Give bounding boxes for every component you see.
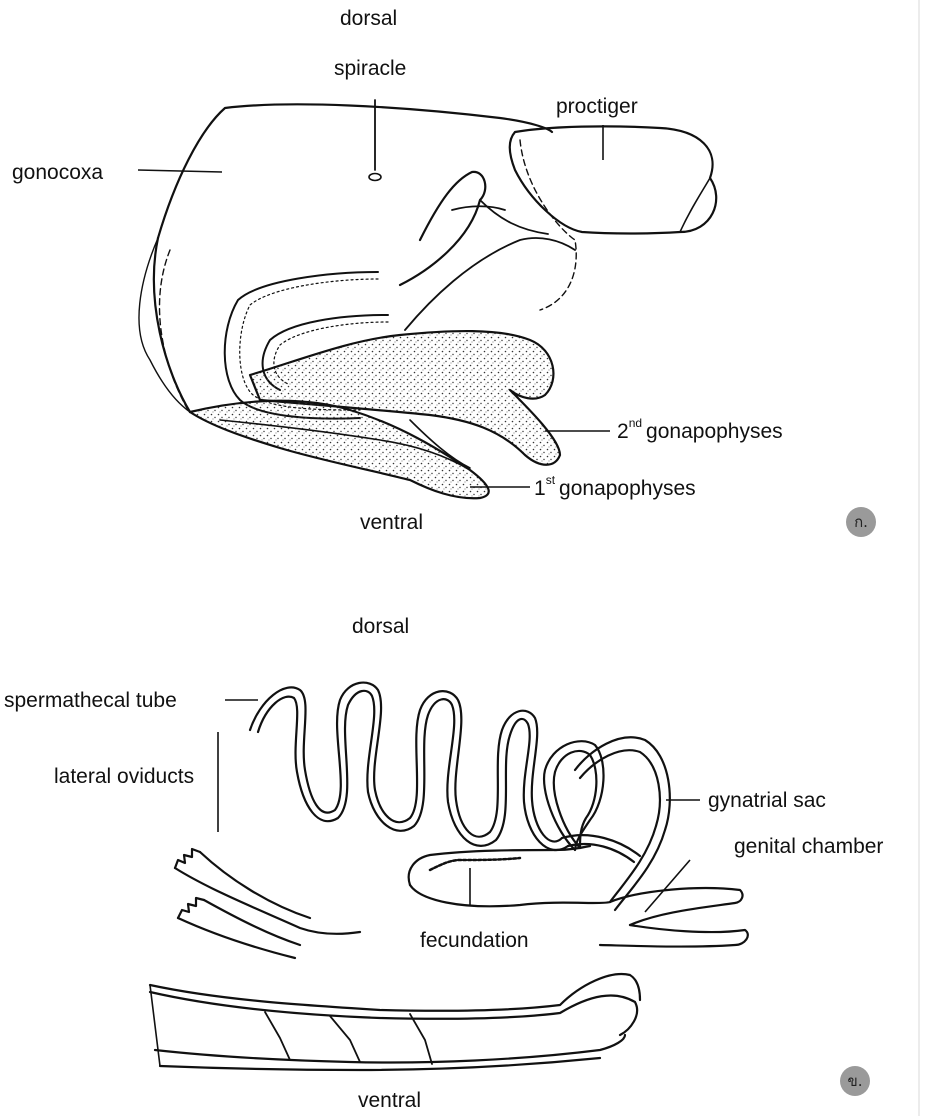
spermathecal-tube-coils <box>250 683 568 850</box>
gonocoxa-front-edge <box>154 238 190 412</box>
panel-a-badge: ก. <box>846 507 876 537</box>
spiracle-mark <box>369 174 381 181</box>
gonocoxa-inner-dashed <box>160 250 188 410</box>
second-gonapophyses-superscript: nd <box>629 416 642 430</box>
lateral-oviducts <box>175 849 360 958</box>
gynatrial-sac-label: gynatrial sac <box>708 790 826 811</box>
spermathecal-tube-label: spermathecal tube <box>4 690 177 711</box>
proctiger-label: proctiger <box>556 96 638 117</box>
first-gonapophyses-text: gonapophyses <box>559 477 696 500</box>
second-gonapophyses-text: gonapophyses <box>646 420 783 443</box>
first-gonapophyses-superscript: st <box>546 473 555 487</box>
lateral-oviducts-label: lateral oviducts <box>54 766 194 787</box>
second-gonapophyses-number: 2 <box>617 420 629 443</box>
genital-chamber-label: genital chamber <box>734 836 883 857</box>
panel-a-dorsal-label: dorsal <box>340 8 397 29</box>
spermathecal-loop <box>544 741 640 862</box>
panel-b-badge: ข. <box>840 1066 870 1096</box>
proctiger-outline <box>510 126 716 233</box>
fecundation-label: fecundation <box>420 930 529 951</box>
panel-b-ventral-label: ventral <box>358 1090 421 1111</box>
panel-b-drawing <box>150 683 748 1070</box>
gonapophysis-upper-process <box>400 172 485 285</box>
panel-a-ventral-label: ventral <box>360 512 423 533</box>
fecundation-canal <box>409 846 610 906</box>
gonocoxa-label: gonocoxa <box>12 162 103 183</box>
genital-chamber <box>610 888 742 925</box>
panel-b-dorsal-label: dorsal <box>352 616 409 637</box>
first-gonapophyses-number: 1 <box>534 477 546 500</box>
spiracle-label: spiracle <box>334 58 406 79</box>
